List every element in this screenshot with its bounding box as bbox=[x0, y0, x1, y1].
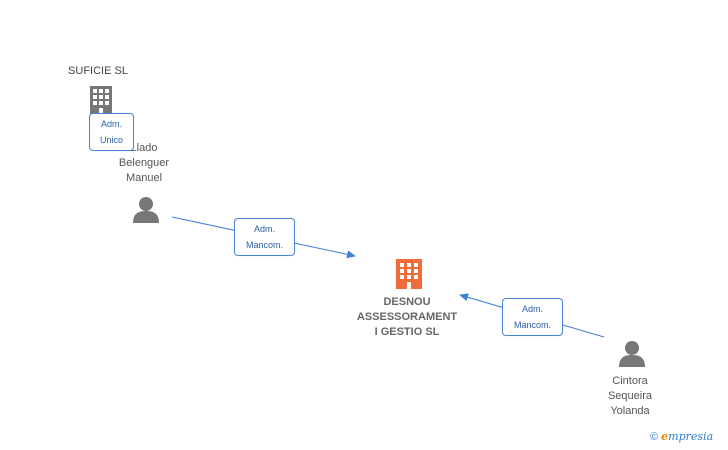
empresia-logo: © empresia bbox=[650, 430, 713, 443]
role-line-2: Mancom. bbox=[513, 320, 551, 330]
name-line-2: Belenguer bbox=[118, 157, 170, 169]
name-line-1: DESNOU bbox=[383, 296, 431, 308]
name-line-1: Llado bbox=[130, 142, 158, 154]
role-line-1: Adm. bbox=[521, 304, 543, 314]
role-badge-suficie-llado[interactable]: Adm. Unico bbox=[89, 113, 134, 151]
name-line-3: Yolanda bbox=[610, 405, 650, 417]
name-line-3: I GESTIO SL bbox=[374, 326, 440, 338]
role-line-2: Unico bbox=[99, 135, 123, 145]
copyright-symbol: © bbox=[650, 431, 659, 443]
person-icon[interactable] bbox=[131, 196, 161, 224]
role-badge-cintora-desnou[interactable]: Adm. Mancom. bbox=[502, 298, 563, 336]
role-line-2: Mancom. bbox=[245, 240, 283, 250]
role-line-1: Adm. bbox=[100, 119, 122, 129]
role-line-1: Adm. bbox=[253, 224, 275, 234]
node-desnou-label[interactable]: DESNOU ASSESSORAMENT I GESTIO SL bbox=[342, 295, 472, 340]
node-suficie-label[interactable]: SUFICIE SL bbox=[68, 65, 128, 77]
logo-wordmark: mpresia bbox=[668, 430, 714, 443]
logo-letter-e: e bbox=[661, 430, 669, 443]
person-icon[interactable] bbox=[617, 340, 647, 368]
name-line-1: Cintora bbox=[612, 375, 648, 387]
building-icon[interactable] bbox=[88, 84, 114, 116]
role-badge-llado-desnou[interactable]: Adm. Mancom. bbox=[234, 218, 295, 256]
name-line-3: Manuel bbox=[125, 172, 163, 184]
name-line-2: ASSESSORAMENT bbox=[356, 311, 458, 323]
building-icon[interactable] bbox=[394, 257, 424, 291]
node-cintora-label[interactable]: Cintora Sequeira Yolanda bbox=[588, 374, 672, 419]
node-llado-label[interactable]: Llado Belenguer Manuel bbox=[98, 141, 190, 186]
name-line-2: Sequeira bbox=[607, 390, 653, 402]
